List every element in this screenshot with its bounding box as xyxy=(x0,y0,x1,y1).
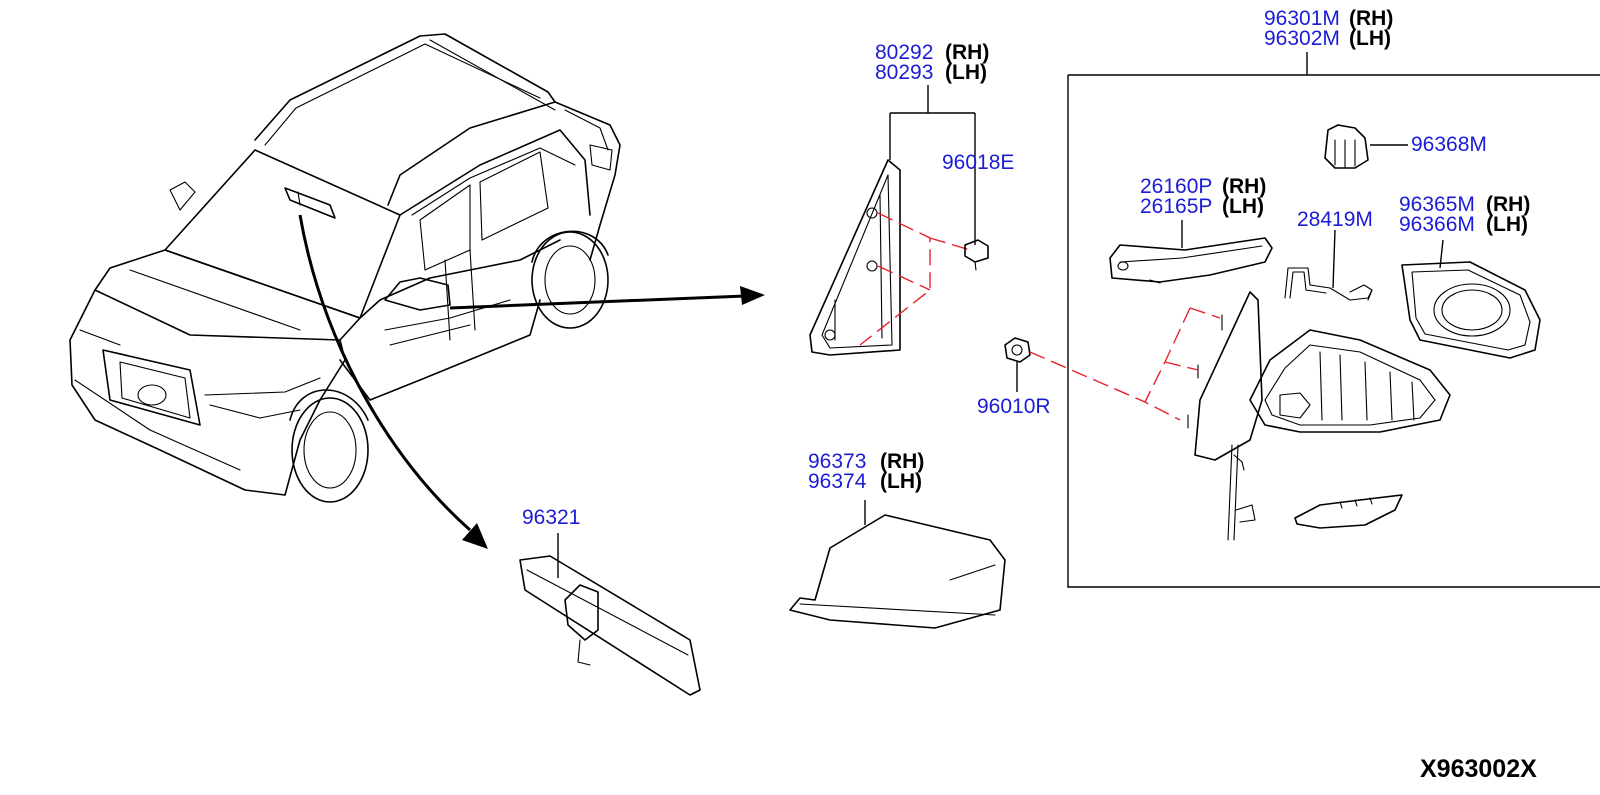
cap-drawing xyxy=(1324,124,1408,169)
callout-turn-lamp[interactable]: 26160P (RH) 26165P (LH) xyxy=(1140,175,1266,218)
callout-glass[interactable]: 96365M (RH) 96366M (LH) xyxy=(1399,193,1530,236)
inner-mirror-part-number[interactable]: 96321 xyxy=(522,506,580,529)
corner-finisher-lh-tag: (LH) xyxy=(945,61,987,84)
clip-part-number[interactable]: 96018E xyxy=(942,151,1014,174)
glass-lh-number[interactable]: 96366M xyxy=(1399,213,1475,236)
nut-part-number[interactable]: 96010R xyxy=(977,395,1051,418)
diagram-code: X963002X xyxy=(1420,755,1537,783)
mirror-assy-lh-tag: (LH) xyxy=(1349,27,1391,50)
harness-drawing xyxy=(1284,229,1373,301)
corner-finisher-rh-number[interactable]: 80292 xyxy=(875,41,933,64)
cover-rh-tag: (RH) xyxy=(880,450,924,473)
vehicle-illustration xyxy=(69,33,621,503)
turn-lamp-lh-tag: (LH) xyxy=(1222,195,1264,218)
mirror-assy-drawing xyxy=(1144,291,1451,541)
callout-corner-finisher[interactable]: 80292 (RH) 80293 (LH) xyxy=(875,41,989,84)
cover-rh-number[interactable]: 96373 xyxy=(808,450,866,473)
turn-lamp-lh-number[interactable]: 26165P xyxy=(1140,195,1212,218)
callout-mirror-assy[interactable]: 96301M (RH) 96302M (LH) xyxy=(1264,7,1393,50)
cover-lh-number[interactable]: 96374 xyxy=(808,470,867,493)
harness-part-number[interactable]: 28419M xyxy=(1297,208,1373,231)
glass-lh-tag: (LH) xyxy=(1486,213,1528,236)
turn-lamp-rh-tag: (RH) xyxy=(1222,175,1266,198)
mirror-assy-lh-number[interactable]: 96302M xyxy=(1264,27,1340,50)
callout-nut[interactable]: 96010R xyxy=(977,395,1051,418)
mirror-assy-rh-tag: (RH) xyxy=(1349,7,1393,30)
callout-clip[interactable]: 96018E xyxy=(942,151,1014,174)
turn-lamp-rh-number[interactable]: 26160P xyxy=(1140,175,1212,198)
mirror-glass-drawing xyxy=(1401,239,1541,359)
turn-lamp-drawing xyxy=(1109,220,1273,284)
inner-mirror-drawing xyxy=(519,533,701,696)
callout-inner-mirror[interactable]: 96321 xyxy=(522,506,580,529)
glass-rh-number[interactable]: 96365M xyxy=(1399,193,1475,216)
callout-cap[interactable]: 96368M xyxy=(1411,133,1487,156)
mirror-assy-box xyxy=(1067,52,1600,588)
glass-rh-tag: (RH) xyxy=(1486,193,1530,216)
corner-finisher-lh-number[interactable]: 80293 xyxy=(875,61,933,84)
mirror-cover-drawing xyxy=(789,500,1006,629)
cap-part-number[interactable]: 96368M xyxy=(1411,133,1487,156)
clip-drawing xyxy=(964,239,989,271)
corner-finisher-drawing xyxy=(809,159,971,356)
corner-finisher-rh-tag: (RH) xyxy=(945,41,989,64)
pointer-arrows xyxy=(298,214,765,549)
callout-harness[interactable]: 28419M xyxy=(1297,208,1373,231)
corner-finisher-leader xyxy=(889,85,976,245)
nut-drawing xyxy=(1004,337,1146,403)
mirror-assy-rh-number[interactable]: 96301M xyxy=(1264,7,1340,30)
callout-cover[interactable]: 96373 (RH) 96374 (LH) xyxy=(808,450,924,493)
cover-lh-tag: (LH) xyxy=(880,470,922,493)
